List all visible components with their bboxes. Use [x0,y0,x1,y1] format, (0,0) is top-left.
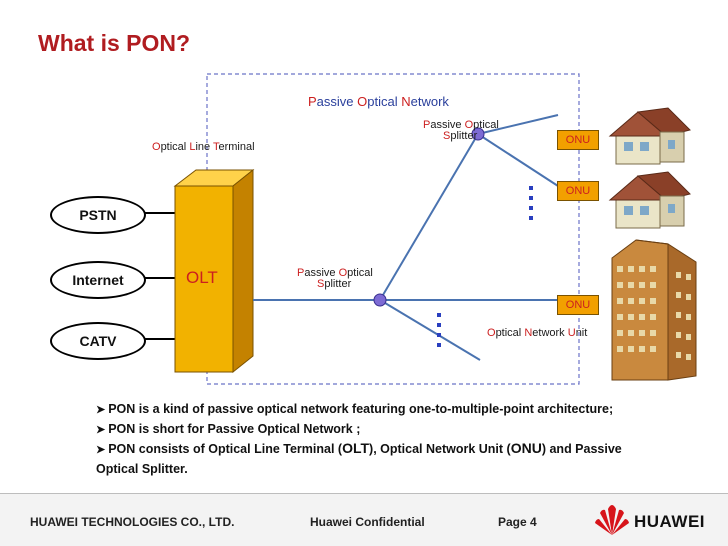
bullet-item: ➤PON consists of Optical Line Terminal (… [96,440,622,476]
pon-boundary [206,73,580,385]
footer: HUAWEI TECHNOLOGIES CO., LTD. Huawei Con… [0,493,728,546]
fiber-to-onu-2 [477,133,559,187]
fiber-lower [379,299,481,361]
office-building-icon [611,239,697,381]
splitter-label-upper: Passive Optical Splitter [423,119,499,142]
arrow-bullet-icon: ➤ [96,423,106,436]
footer-divider [0,493,728,494]
company-name: HUAWEI TECHNOLOGIES CO., LTD. [30,515,235,529]
pon-label: Passive Optical Network [308,94,449,109]
page-title: What is PON? [38,30,191,56]
internet-service: Internet [50,261,146,299]
onu-1: ONU [557,130,599,150]
onu-3: ONU [557,295,599,315]
more-onus-dots-lower [437,313,441,347]
pstn-service: PSTN [50,196,146,234]
more-onus-dots-upper [529,186,533,220]
olt-box [173,168,255,374]
bullet-item: ➤PON is short for Passive Optical Networ… [96,421,361,436]
huawei-logo-text: HUAWEI [634,512,705,531]
olt-text: OLT [186,268,218,287]
olt-label: Optical Line Terminal [152,141,255,153]
huawei-logo-icon [595,505,629,535]
page-number: Page 4 [498,515,537,529]
arrow-bullet-icon: ➤ [96,444,106,456]
arrow-bullet-icon: ➤ [96,404,106,416]
fiber-to-onu-1 [477,114,559,135]
bullet-item: ➤PON is a kind of passive optical networ… [96,402,614,416]
bullet-list: ➤PON is a kind of passive optical networ… [96,400,656,478]
splitter-2 [471,127,485,141]
splitter-1 [373,293,387,307]
onu-2: ONU [557,181,599,201]
fiber-upper [379,133,479,301]
confidential-label: Huawei Confidential [310,515,425,529]
catv-service: CATV [50,322,146,360]
splitter-label-lower: Passive Optical Splitter [297,267,373,290]
house-icon [608,107,691,165]
house-icon [608,171,691,229]
onu-label: Optical Network Unit [487,327,588,339]
